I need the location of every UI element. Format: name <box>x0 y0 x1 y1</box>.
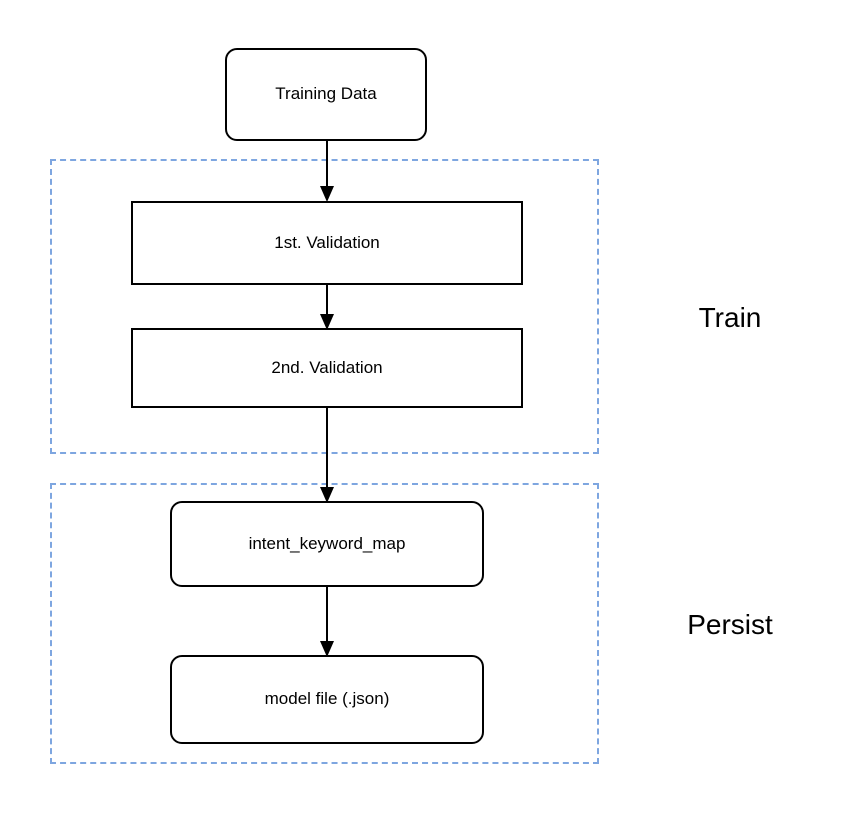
node-intent-keyword-map[interactable]: intent_keyword_map <box>170 501 484 587</box>
group-train <box>50 159 599 454</box>
node-training-data-label: Training Data <box>275 84 377 104</box>
node-first-validation-label: 1st. Validation <box>274 232 380 252</box>
group-persist <box>50 483 599 764</box>
group-train-label: Train <box>698 302 762 333</box>
edge-second-validation-to-intent-keyword-map <box>320 405 334 503</box>
edge-first-validation-to-second-validation <box>320 282 334 330</box>
node-first-validation[interactable]: 1st. Validation <box>131 201 523 285</box>
edge-intent-keyword-map-to-model-file <box>320 584 334 657</box>
node-second-validation[interactable]: 2nd. Validation <box>131 328 523 408</box>
edge-training-data-to-first-validation <box>320 138 334 202</box>
node-intent-keyword-map-label: intent_keyword_map <box>248 533 406 553</box>
node-second-validation-label: 2nd. Validation <box>271 357 383 377</box>
node-training-data[interactable]: Training Data <box>225 48 427 141</box>
node-model-file[interactable]: model file (.json) <box>170 655 484 744</box>
node-model-file-label: model file (.json) <box>264 689 390 709</box>
group-persist-label: Persist <box>687 609 773 640</box>
